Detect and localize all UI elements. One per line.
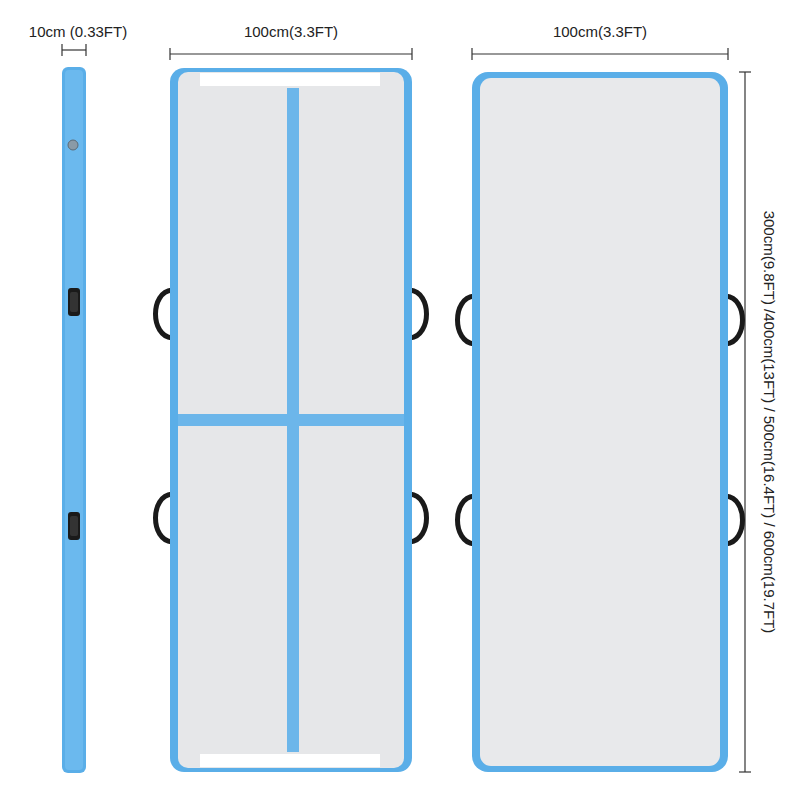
side-view: [62, 67, 86, 773]
dimension-label: 300cm(9.8FT) /400cm(13FT) / 500cm(16.4FT…: [760, 209, 778, 636]
dimension-label: 100cm(3.3FT): [553, 23, 647, 41]
plain-mat: [458, 72, 743, 772]
dimension-label: 100cm(3.3FT): [244, 23, 338, 41]
dimension-label: 10cm (0.33FT): [29, 23, 127, 41]
top-view-mat: [156, 68, 427, 772]
dimension-lines: [62, 44, 751, 772]
